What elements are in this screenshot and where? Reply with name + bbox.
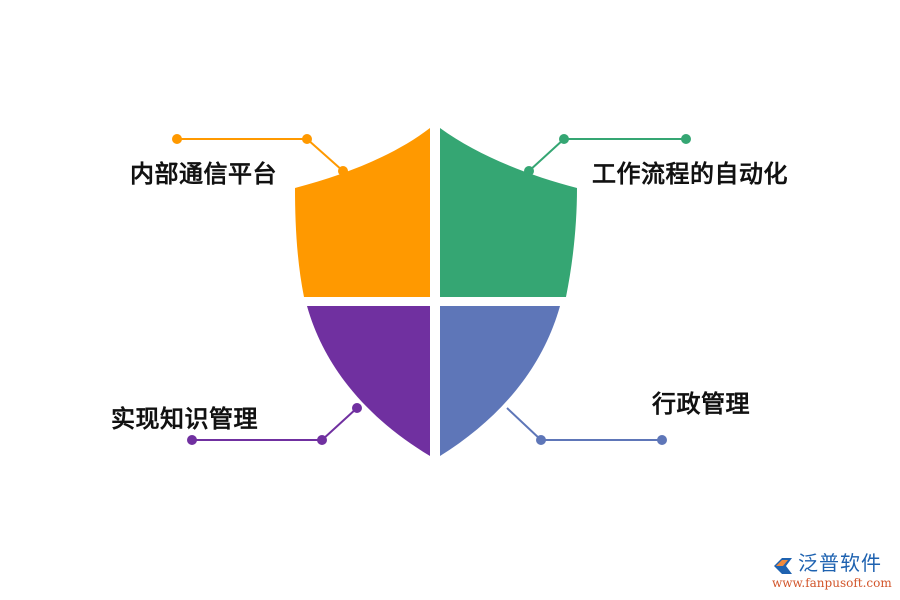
label-top-left: 内部通信平台 bbox=[130, 160, 277, 188]
watermark-name: 泛普软件 bbox=[798, 551, 882, 575]
label-top-right: 工作流程的自动化 bbox=[592, 160, 788, 188]
watermark-url: www.fanpusoft.com bbox=[772, 576, 892, 590]
watermark: 泛普软件 www.fanpusoft.com bbox=[770, 553, 895, 595]
connector-bottom-right bbox=[506, 407, 667, 445]
label-bottom-left: 实现知识管理 bbox=[111, 405, 258, 433]
connector-bottom-left bbox=[187, 403, 362, 445]
label-bottom-right: 行政管理 bbox=[652, 390, 750, 418]
brand-logo-icon bbox=[774, 558, 792, 574]
connector-top-right bbox=[524, 134, 691, 176]
shield-quadrant-bottom-right bbox=[440, 306, 560, 456]
shield-quadrant-bottom-left bbox=[307, 306, 430, 456]
connector-top-left bbox=[172, 134, 348, 176]
shield-quadrant-top-right bbox=[440, 128, 577, 297]
shield-quadrant-top-left bbox=[295, 128, 430, 297]
